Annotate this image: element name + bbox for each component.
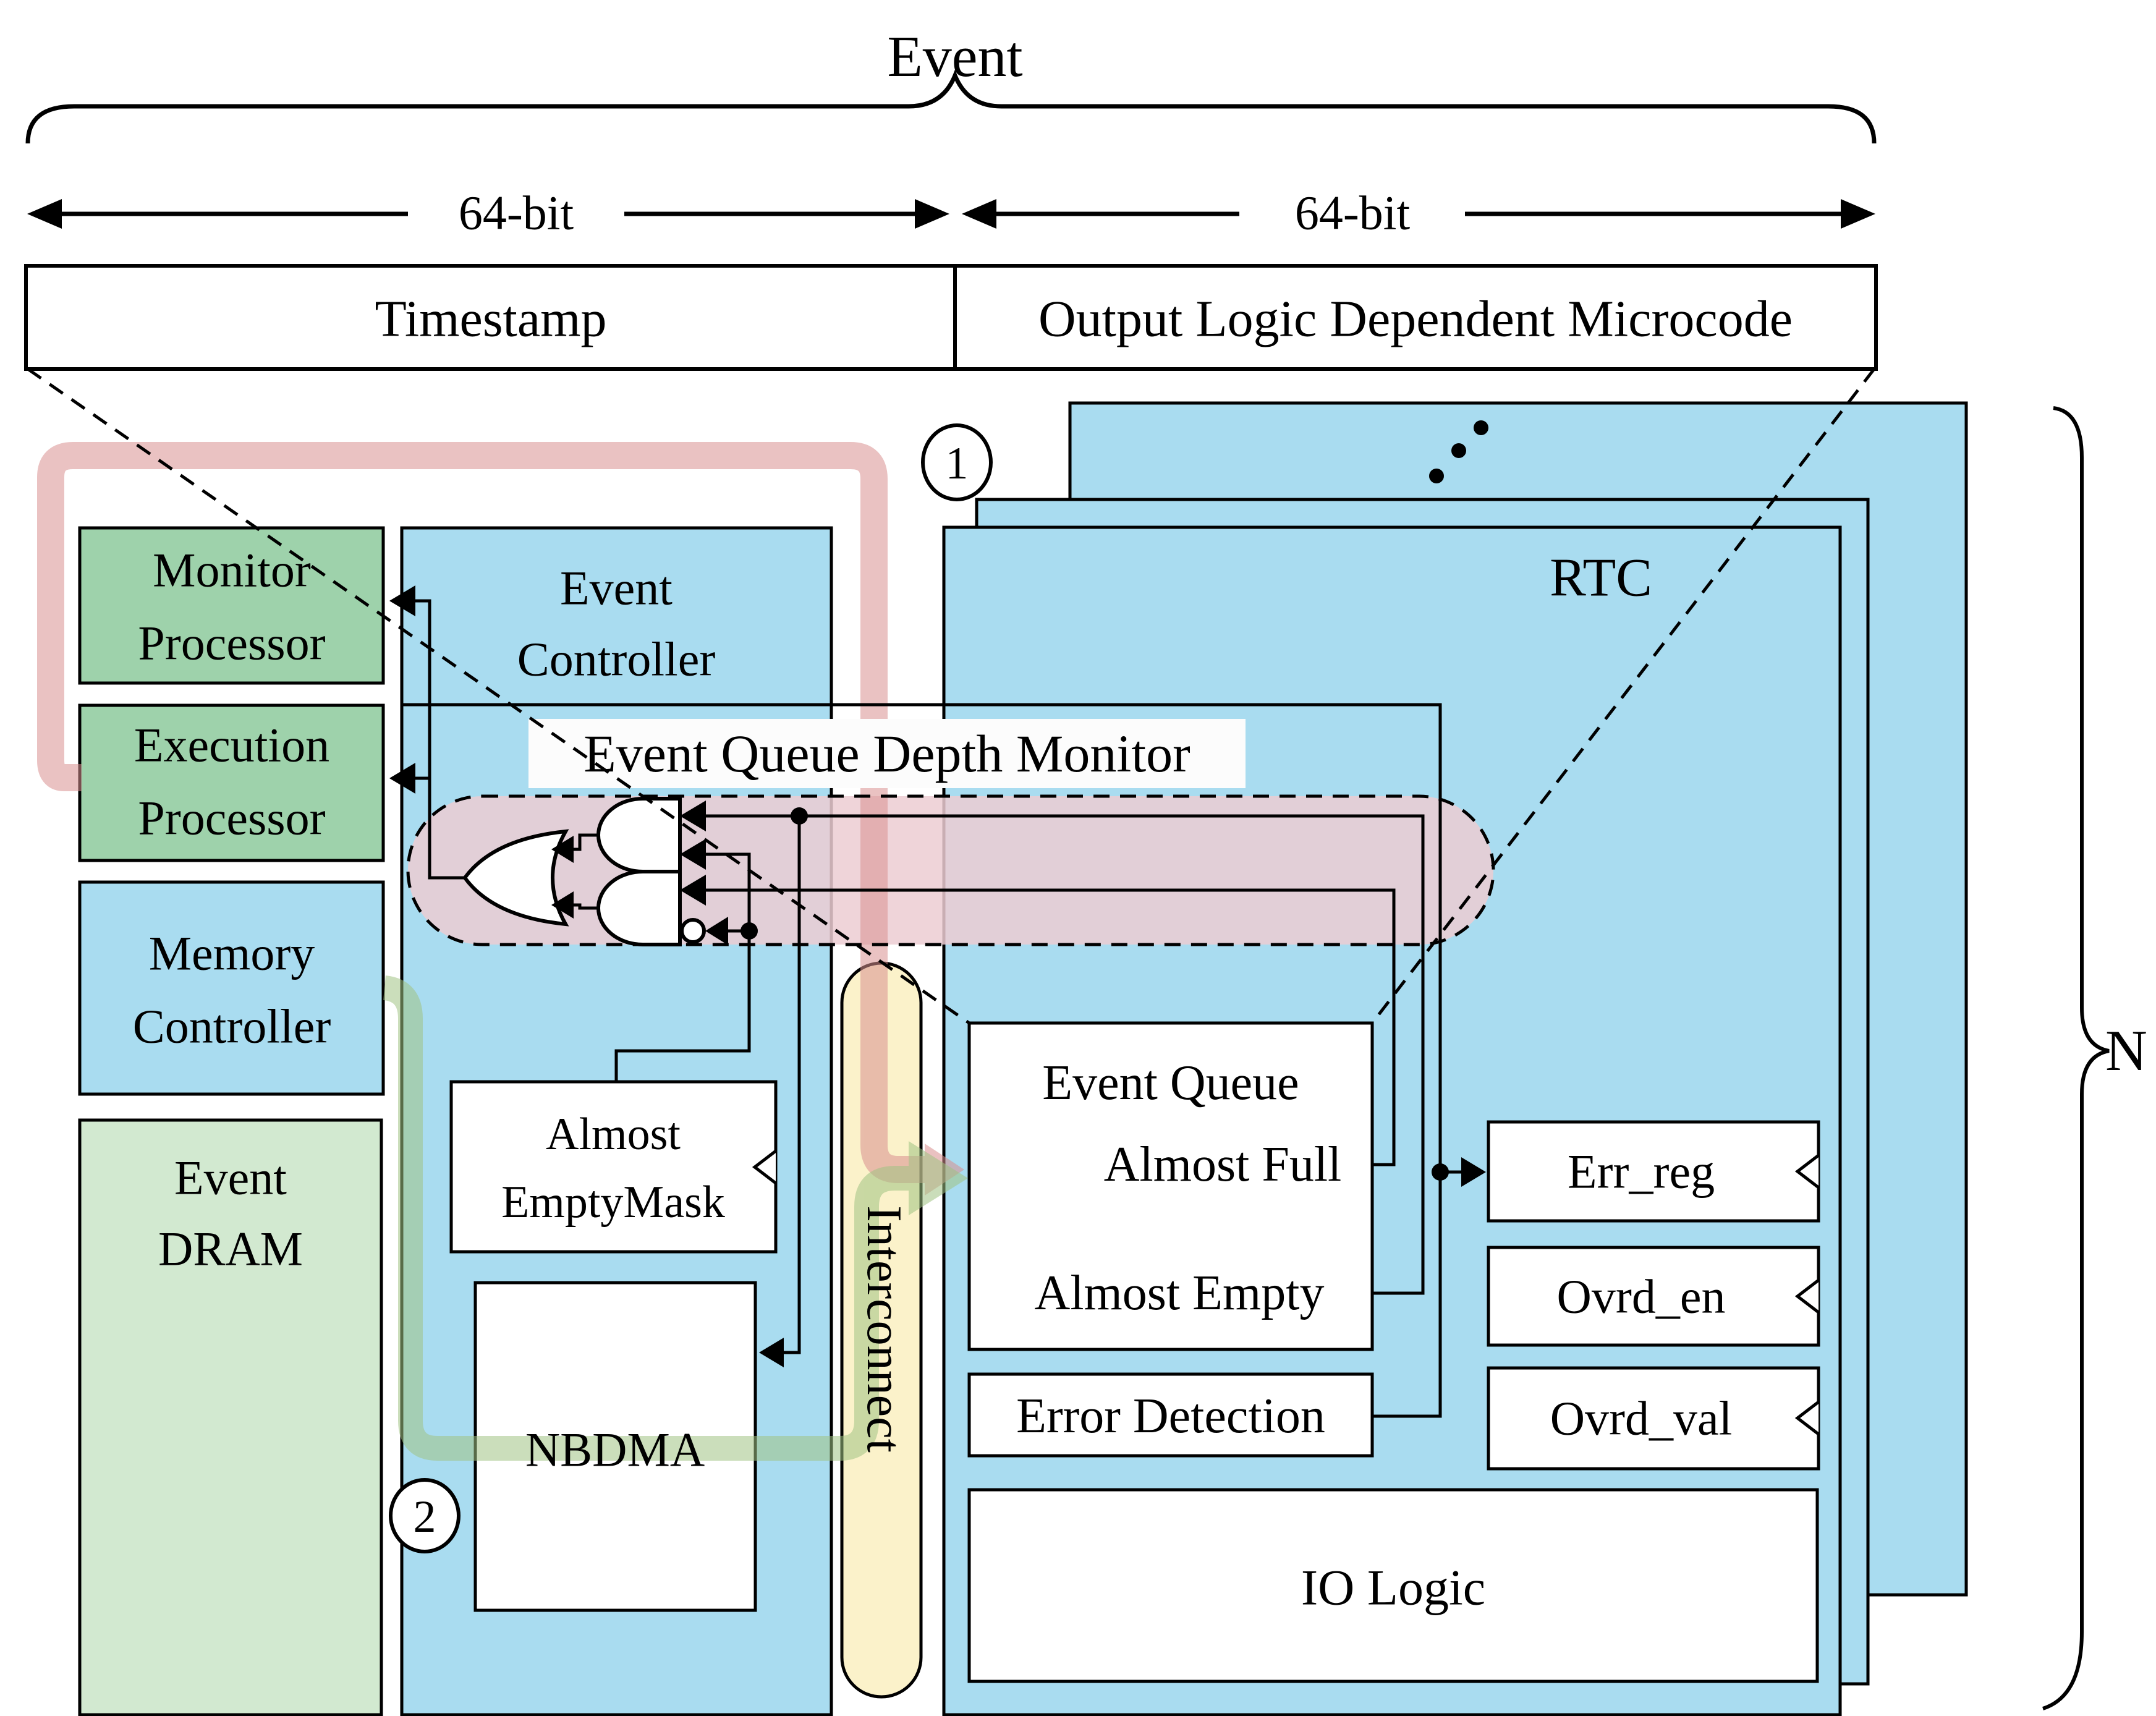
ovrd-en-label: Ovrd_en [1557,1270,1726,1323]
step-1-circle [921,423,993,501]
step-2-circle [389,1478,460,1553]
execution-processor-label: Execution [134,718,329,772]
eqdm-label-bg [528,719,1246,788]
and-gate-bottom-icon [596,870,682,946]
ovrd-val-label: Ovrd_val [1550,1391,1733,1445]
timestamp-field-label: Timestamp [375,291,607,348]
step-1-number: 1 [946,438,969,489]
step-markers [389,423,993,1553]
event-queue-label: Event Queue [1042,1056,1299,1110]
arrowhead [1461,1157,1486,1187]
nbdma-label: NBDMA [525,1423,705,1477]
event-queue-box [967,1021,1374,1351]
event-dram-box [78,1118,383,1716]
clock-chevron-icon [752,1150,777,1184]
wire-almost-full [703,888,1396,1166]
ovrd-en-box [1487,1246,1820,1347]
event-word-box [24,264,1878,371]
depth-monitor-gates [462,797,706,946]
eqdm-label: Event Queue Depth Monitor [584,724,1190,783]
execution-processor-box [78,703,385,862]
eqdm-region-fill [408,796,1493,945]
almost-emptymask-label2: EmptyMask [501,1177,725,1228]
labels: Event 64-bit 64-bit Timestamp Output Log… [133,25,2147,1616]
arrowhead [551,836,574,863]
arrowhead [680,875,706,906]
event-controller-label: Event [560,561,673,615]
bit-span-arrows [27,199,1875,229]
memory-controller-label: Memory [149,927,315,980]
event-title: Event [887,25,1022,89]
err-reg-label: Err_reg [1568,1145,1715,1199]
arrowhead [389,763,415,794]
arrowhead [389,585,415,616]
wire-error-detection-to-controller [831,703,1442,1418]
and-gate-top-icon [596,797,682,873]
dma-refill-path [382,975,968,1461]
almost-full-label: Almost Full [1104,1137,1342,1192]
error-detection-box [967,1372,1374,1458]
arrowhead [680,839,706,870]
arrowhead [705,917,728,945]
memory-controller-box [78,880,385,1096]
red-path [37,442,927,1183]
clock-chevron-icon [1794,1401,1820,1435]
or-gate-icon [462,829,569,927]
step-2-number: 2 [414,1492,436,1542]
junction-dot [791,807,808,825]
event-word-diagram [24,69,1878,371]
stack-ellipsis-dots [1429,420,1488,483]
green-path-arrowhead [909,1141,968,1215]
clock-chevron-icon [1794,1279,1820,1314]
wire-emptymask-to-gate [614,852,751,1082]
microcode-field-label: Output Logic Dependent Microcode [1038,291,1793,348]
expansion-line-left [27,367,970,1025]
event-brace [25,69,1877,144]
monitor-processor-box [78,526,385,685]
clock-chevron-icon [1794,1154,1820,1189]
almost-emptymask-label: Almost [546,1109,681,1160]
instance-count-label: N [2105,1019,2147,1083]
event-dram-label2: DRAM [158,1222,303,1276]
arrowhead [551,891,574,919]
execution-processor-label2: Processor [138,791,325,845]
almost-emptymask-box [449,1080,778,1254]
rtc-label: RTC [1550,548,1652,608]
bit-width-left-label: 64-bit [459,186,574,240]
instance-count-brace [2042,406,2110,1710]
monitor-processor-label: Monitor [153,543,311,597]
arrowhead [759,1338,784,1367]
interconnect-label: Interconnect [857,1205,911,1453]
event-dram-label: Event [174,1151,287,1205]
green-path [382,975,911,1461]
inverter-bubble-icon [680,918,706,944]
expansion-line-right [1371,368,1875,1024]
left-processors [78,526,385,1716]
almost-empty-label: Almost Empty [1035,1266,1325,1320]
junction-dot [741,922,758,940]
signal-wires [389,585,1486,1418]
bit-width-right-label: 64-bit [1295,186,1411,240]
memory-controller-label2: Controller [133,1000,331,1053]
wire-almost-empty [703,814,1425,1295]
io-logic-label: IO Logic [1301,1560,1485,1616]
error-detection-label: Error Detection [1016,1389,1325,1443]
arrowhead [680,801,706,831]
io-logic-box [967,1488,1819,1683]
event-controller-label2: Controller [517,632,716,686]
junction-dot [1432,1163,1449,1181]
monitor-processor-label2: Processor [138,616,325,670]
